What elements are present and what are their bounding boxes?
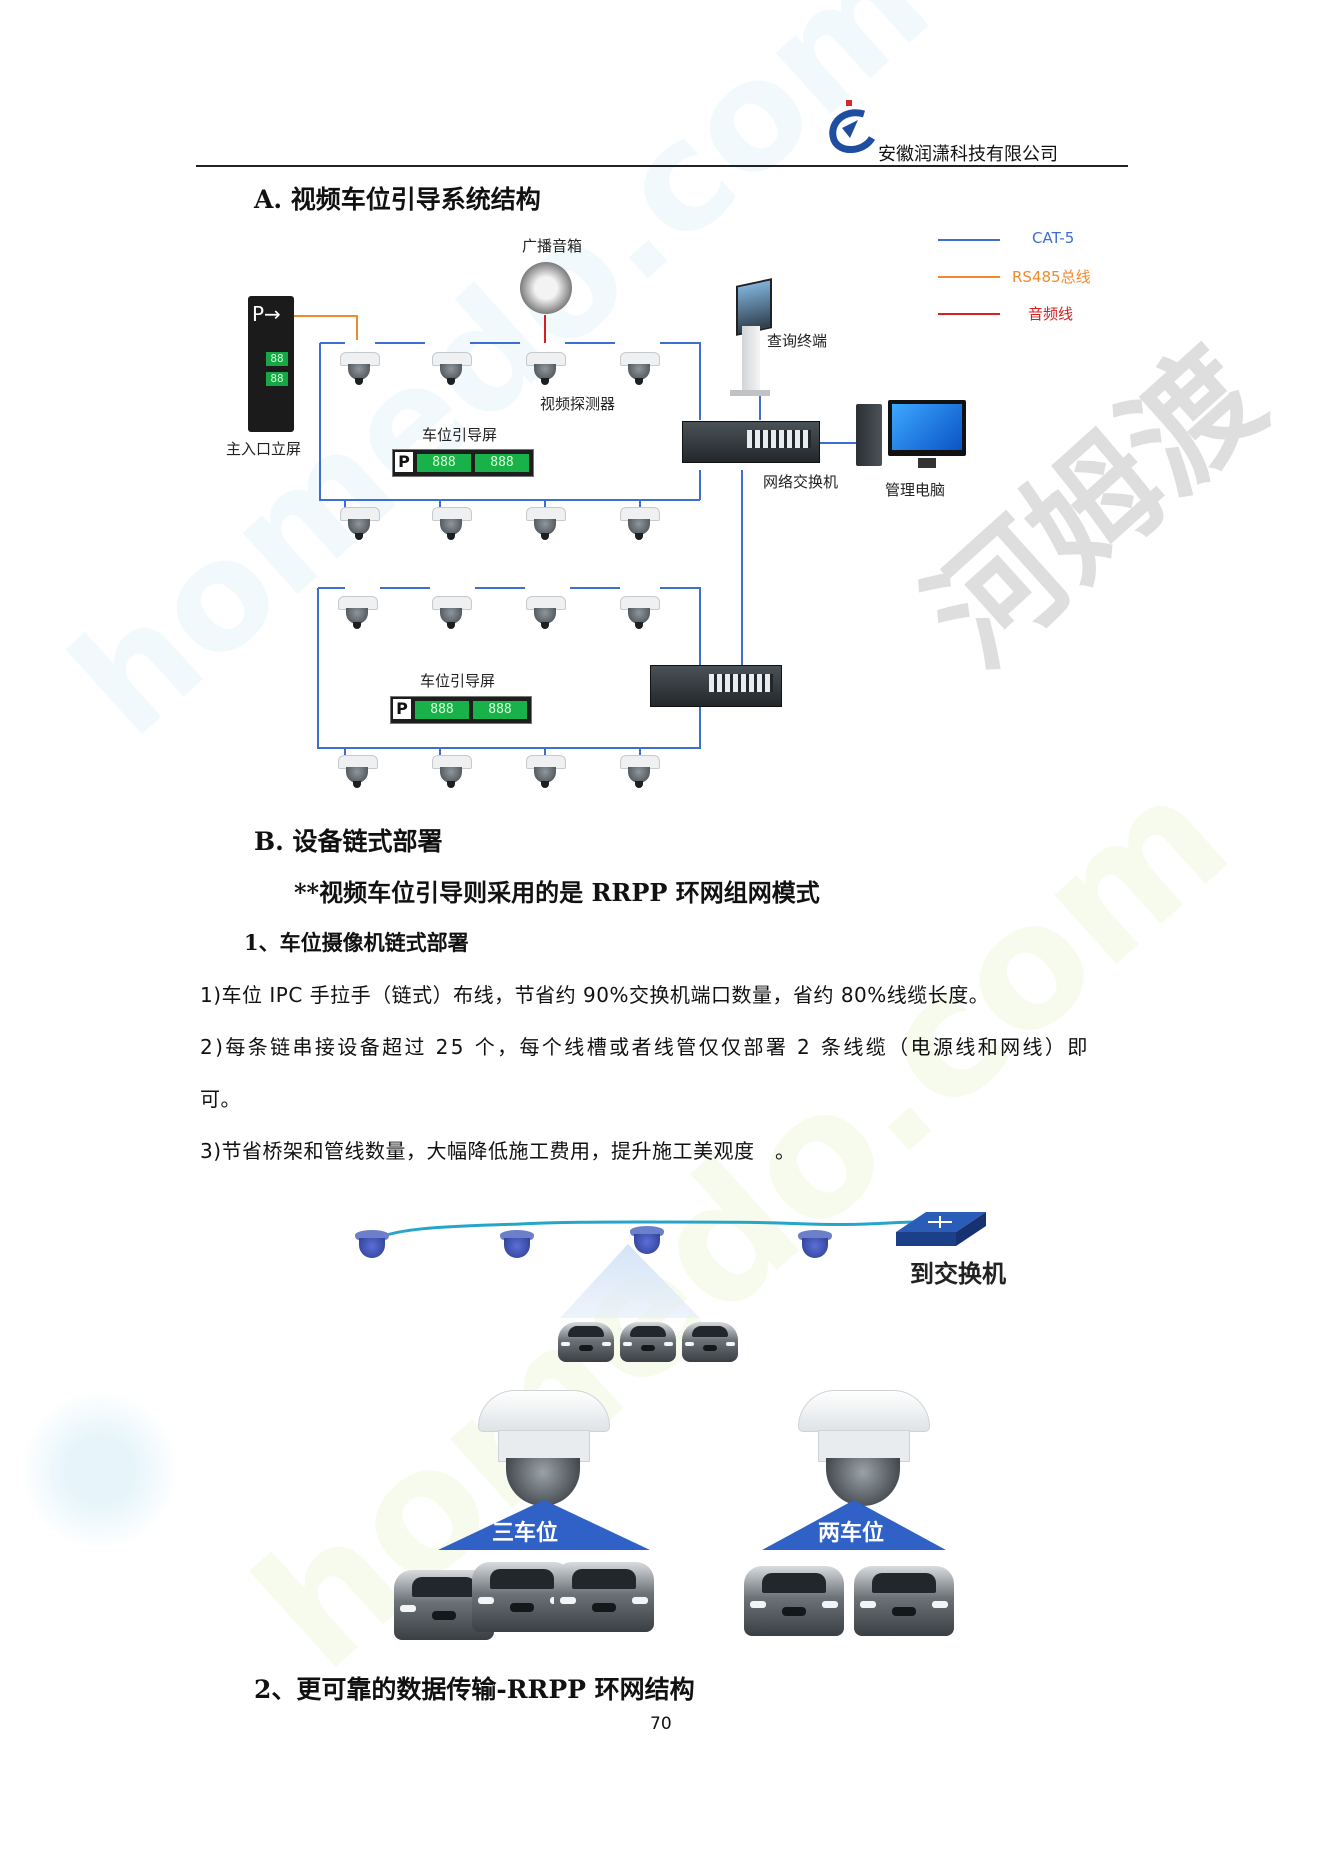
guide-screen-1-label: 车位引导屏 <box>422 426 498 444</box>
item-2-title: 2、更可靠的数据传输-RRPP 环网结构 <box>254 1675 695 1704</box>
paragraph-2-cont: 可。 <box>200 1087 241 1111</box>
watermark-flower-icon <box>20 1390 180 1550</box>
kiosk-label: 查询终端 <box>767 332 828 350</box>
guide-screen-2-label: 车位引导屏 <box>420 672 496 690</box>
totem-digits-1: 88 <box>266 352 288 366</box>
paragraph-2: 2)每条链串接设备超过 25 个，每个线槽或者线管仅仅部署 2 条线缆（电源线和… <box>200 1035 1090 1059</box>
entrance-label: 主入口立屏 <box>226 440 302 458</box>
legend-rs485-label: RS485总线 <box>1012 268 1091 286</box>
system-structure-wires <box>292 239 1000 758</box>
legend-audio-label: 音频线 <box>1028 305 1074 323</box>
camera-10 <box>432 596 472 630</box>
entrance-totem: P→ 88 88 <box>248 296 294 432</box>
page-number: 70 <box>650 1714 672 1734</box>
camera-16 <box>620 755 660 789</box>
kiosk-icon <box>730 278 772 396</box>
speaker-label: 广播音箱 <box>522 237 583 255</box>
network-switch-1 <box>682 421 820 463</box>
big-car-4 <box>744 1566 844 1636</box>
big-car-3 <box>554 1562 654 1632</box>
network-switch-2 <box>650 665 782 707</box>
two-space-label: 两车位 <box>818 1521 885 1546</box>
section-b-title: B. 设备链式部署 <box>254 827 443 856</box>
two-space-beam <box>762 1500 946 1550</box>
paragraph-3: 3)节省桥架和管线数量，大幅降低施工费用，提升施工美观度 。 <box>200 1139 796 1163</box>
section-a-title: A. 视频车位引导系统结构 <box>254 185 541 214</box>
camera-11 <box>526 596 566 630</box>
camera-13 <box>338 755 378 789</box>
big-camera-right <box>798 1390 930 1510</box>
small-car-3 <box>682 1322 738 1362</box>
camera-4 <box>620 352 660 386</box>
chain-camera-3 <box>630 1226 664 1256</box>
camera-8 <box>620 507 660 541</box>
big-camera-left <box>478 1390 610 1510</box>
detector-label: 视频探测器 <box>540 395 616 413</box>
camera-7 <box>526 507 566 541</box>
speaker-icon <box>520 262 572 314</box>
guide-screen-1: P 888 888 <box>392 449 534 477</box>
chain-camera-4 <box>798 1230 832 1260</box>
three-space-beam <box>438 1500 650 1550</box>
camera-12 <box>620 596 660 630</box>
guide-screen-2: P 888 888 <box>390 696 532 724</box>
legend-cat5-label: CAT-5 <box>1032 229 1075 247</box>
camera-1 <box>340 352 380 386</box>
chain-camera-2 <box>500 1230 534 1260</box>
section-b-subtitle: **视频车位引导则采用的是 RRPP 环网组网模式 <box>294 878 820 907</box>
totem-digits-2: 88 <box>266 372 288 386</box>
big-car-5 <box>854 1566 954 1636</box>
camera-5 <box>340 507 380 541</box>
item-1-title: 1、车位摄像机链式部署 <box>244 930 469 955</box>
camera-3 <box>526 352 566 386</box>
header-rule <box>196 165 1128 167</box>
camera-6 <box>432 507 472 541</box>
small-car-1 <box>558 1322 614 1362</box>
chain-camera-1 <box>355 1230 389 1260</box>
pc-icon <box>856 400 968 470</box>
to-switch-label: 到交换机 <box>910 1260 1006 1288</box>
camera-9 <box>338 596 378 630</box>
switch-label: 网络交换机 <box>763 473 839 491</box>
paragraph-1: 1)车位 IPC 手拉手（链式）布线，节省约 90%交换机端口数量，省约 80%… <box>200 983 990 1007</box>
company-logo-icon <box>829 100 876 153</box>
three-space-label: 三车位 <box>492 1521 559 1546</box>
camera-14 <box>432 755 472 789</box>
camera-15 <box>526 755 566 789</box>
company-name: 安徽润潇科技有限公司 <box>878 144 1058 165</box>
camera-2 <box>432 352 472 386</box>
pc-label: 管理电脑 <box>885 481 946 499</box>
totem-p: P→ <box>252 302 281 326</box>
small-car-2 <box>620 1322 676 1362</box>
